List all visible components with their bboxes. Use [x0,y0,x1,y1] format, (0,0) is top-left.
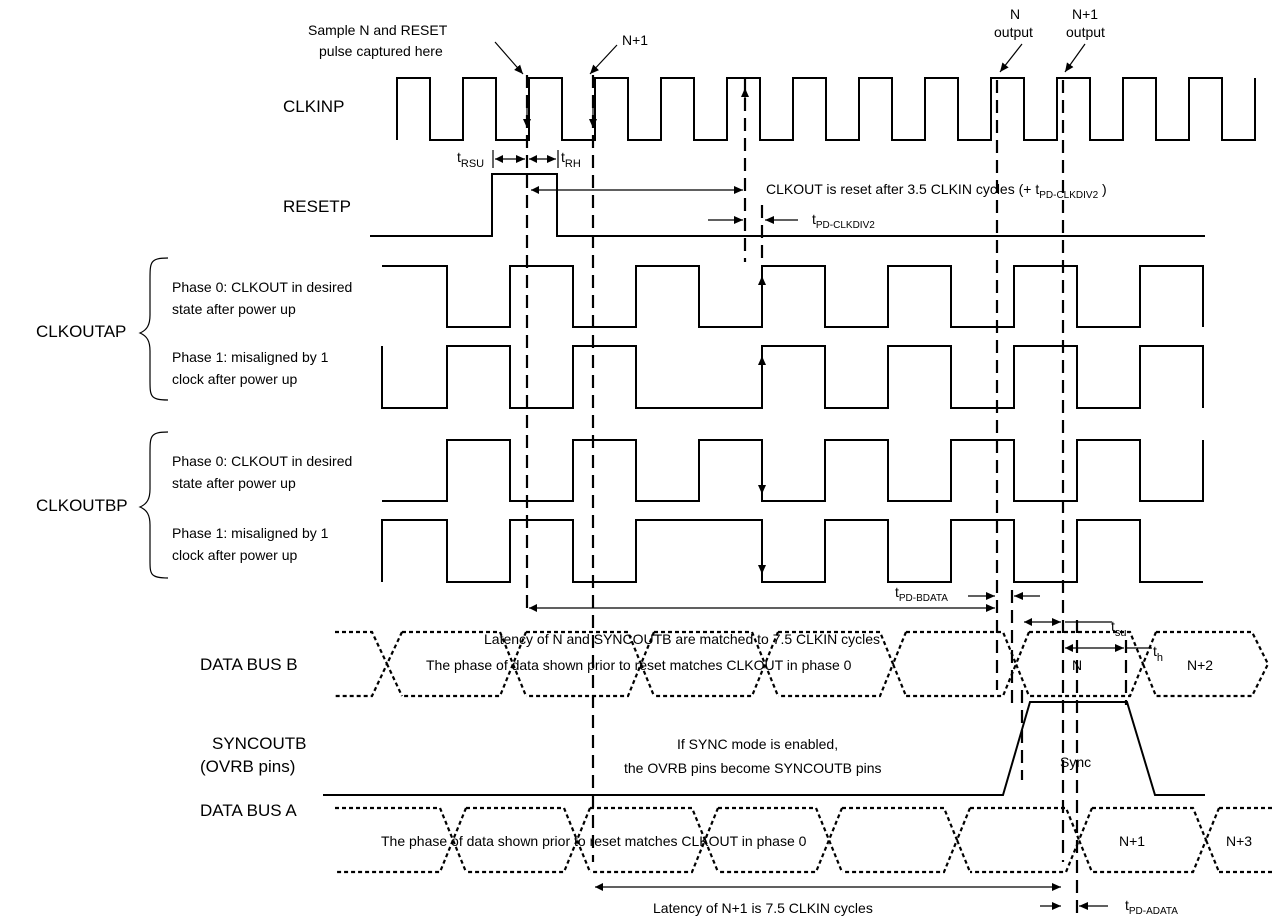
syncoutb-waveform [323,701,1205,796]
b-phase0-line2: state after power up [172,475,296,491]
trh-label: tRH [561,149,581,170]
data-bus-a-label: DATA BUS A [200,801,297,820]
sync-note-line1: If SYNC mode is enabled, [677,736,838,752]
n-output-line1: N [1010,6,1020,22]
n1-output-line1: N+1 [1072,6,1098,22]
n-output-arrow [999,43,1023,73]
clkinp-label: CLKINP [283,97,344,116]
data-bus-a-waveform [335,806,1274,874]
tpd-bdata-label: tPD-BDATA [895,584,948,604]
latency-n-note: Latency of N and SYNCOUTB are matched to… [484,631,880,647]
n1-callout-arrow [589,44,618,75]
bus-a-note: The phase of data shown prior to reset m… [381,833,807,849]
th-label: th [1153,643,1163,664]
resetp-label: RESETP [283,197,351,216]
clkoutbp-brace [138,431,169,579]
latency-n1-note: Latency of N+1 is 7.5 CLKIN cycles [653,900,873,916]
n1-output-arrow [1064,43,1086,73]
clkoutap-phase0-waveform [382,265,1204,328]
clkoutap-brace [138,257,169,401]
data-bus-b-label: DATA BUS B [200,655,298,674]
syncoutb-sub-label: (OVRB pins) [200,757,295,776]
clkoutap-label: CLKOUTAP [36,322,126,341]
sync-label: Sync [1060,754,1091,770]
b-phase1-line1: Phase 1: misaligned by 1 [172,525,329,541]
clkout-reset-note: CLKOUT is reset after 3.5 CLKIN cycles (… [766,181,1107,201]
bus-a-n1: N+1 [1119,833,1145,849]
bus-a-n3: N+3 [1226,833,1252,849]
clkoutbp-label: CLKOUTBP [36,496,128,515]
sync-note-line2: the OVRB pins become SYNCOUTB pins [624,760,882,776]
sample-callout-line1: Sample N and RESET [308,22,448,38]
tsu-label: tsu [1111,618,1127,639]
n-output-line2: output [994,24,1033,40]
tpd-adata-label: tPD-ADATA [1125,897,1178,917]
clkinp-waveform [396,77,1256,141]
bus-b-n2: N+2 [1187,657,1213,673]
b-phase1-line2: clock after power up [172,547,297,563]
bus-b-n: N [1072,657,1082,673]
n1-callout: N+1 [622,32,648,48]
trsu-label: tRSU [457,149,484,170]
bus-b-note: The phase of data shown prior to reset m… [426,657,852,673]
a-phase0-line1: Phase 0: CLKOUT in desired [172,279,352,295]
sample-callout-arrow [494,41,524,75]
sample-callout-line2: pulse captured here [319,43,443,59]
data-bus-b-waveform [335,630,1270,698]
a-phase1-line1: Phase 1: misaligned by 1 [172,349,329,365]
n1-output-line2: output [1066,24,1105,40]
a-phase0-line2: state after power up [172,301,296,317]
tpd-clkdiv2-label: tPD-CLKDIV2 [812,211,875,231]
syncoutb-label: SYNCOUTB [212,734,306,753]
clkoutap-phase1-waveform [381,345,1204,409]
clkoutbp-phase1-waveform [381,519,1203,583]
b-phase0-line1: Phase 0: CLKOUT in desired [172,453,352,469]
a-phase1-line2: clock after power up [172,371,297,387]
resetp-waveform [370,173,1205,237]
clkoutbp-phase0-waveform [382,439,1204,502]
